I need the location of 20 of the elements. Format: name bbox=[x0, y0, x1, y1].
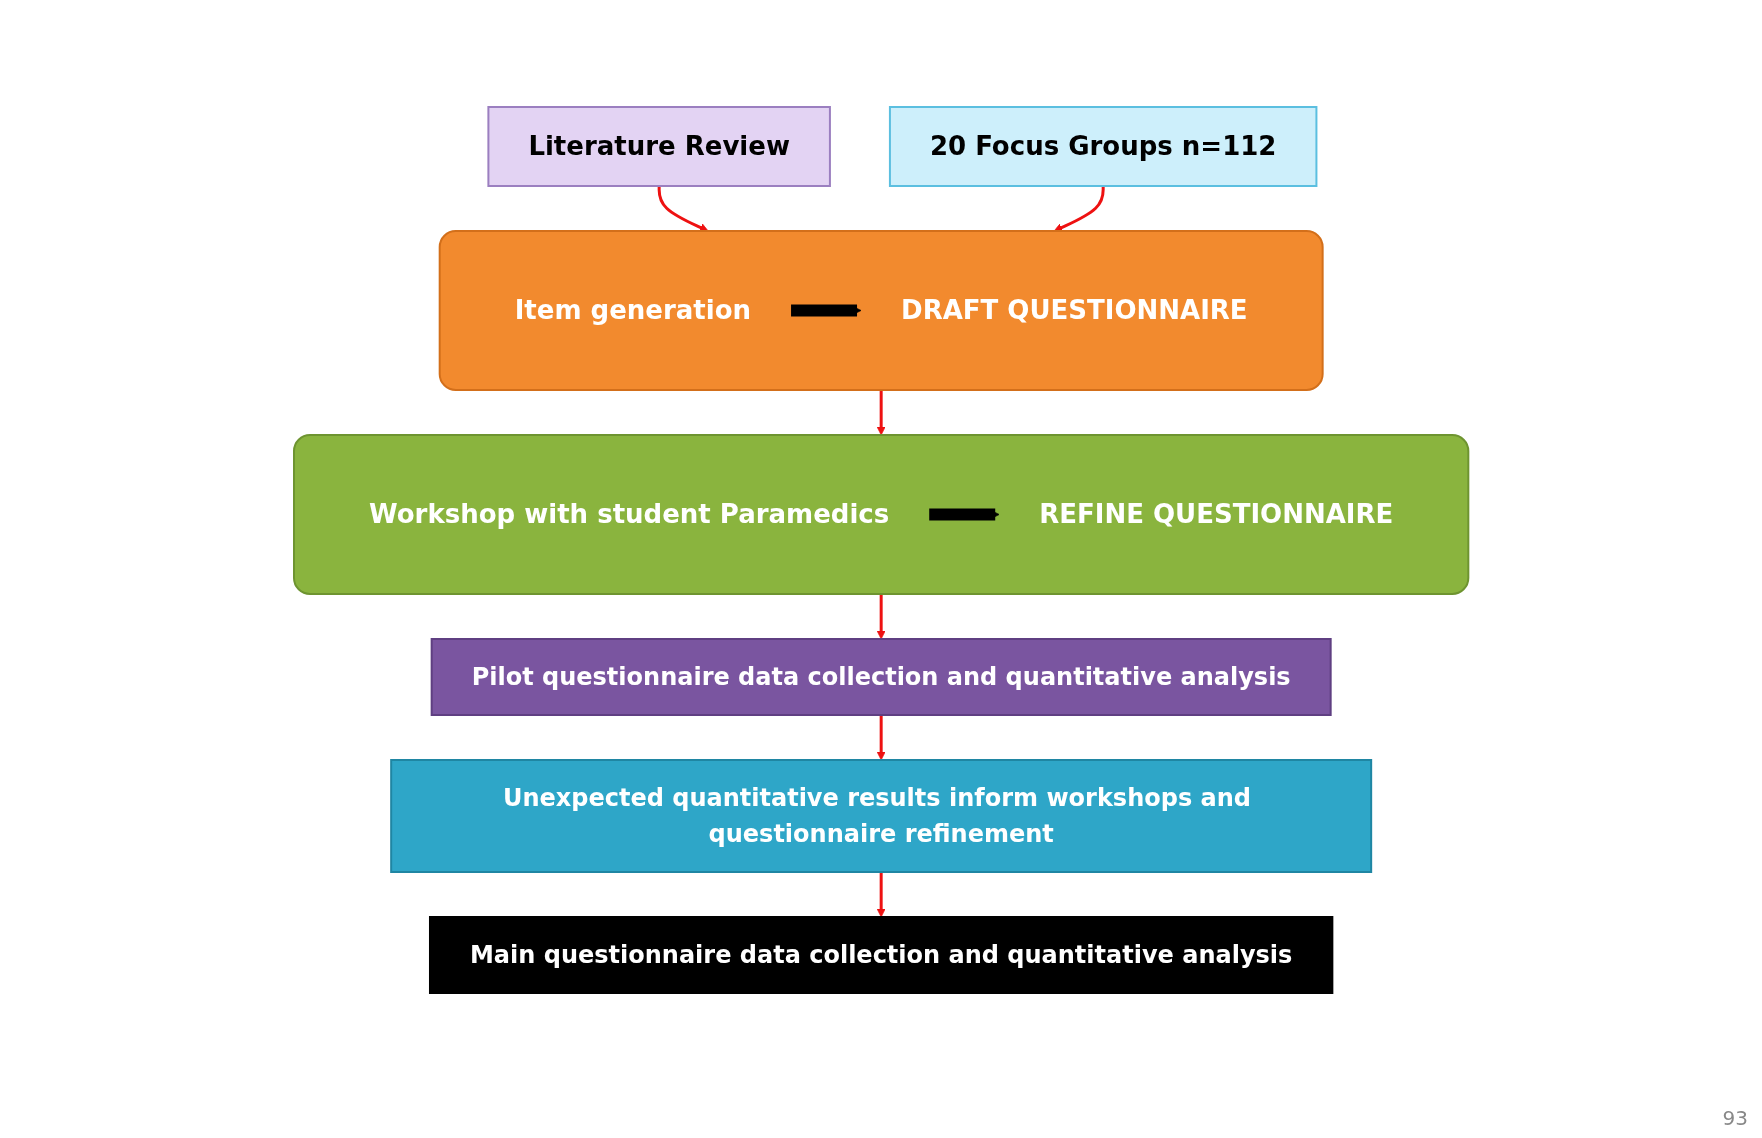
node-box: Pilot questionnaire data collection and quantitative analysis bbox=[430, 638, 1332, 716]
arrow bbox=[876, 715, 886, 761]
arrow bbox=[876, 872, 886, 918]
arrow bbox=[1053, 186, 1105, 232]
node-box: Literature Review bbox=[487, 106, 831, 187]
node-box: Unexpected quantitative results inform workshops and questionnaire refinement bbox=[390, 759, 1372, 873]
arrow bbox=[790, 304, 862, 317]
cluster bbox=[292, 434, 1470, 595]
node-box: Main questionnaire data collection and quantitative analysis bbox=[428, 916, 1334, 994]
node-text: Item generation bbox=[514, 295, 751, 325]
cluster bbox=[438, 230, 1324, 391]
arrow bbox=[876, 390, 886, 436]
page-number: 93 bbox=[1722, 1106, 1748, 1130]
node-text: DRAFT QUESTIONNAIRE bbox=[900, 295, 1248, 325]
node-text: Workshop with student Paramedics bbox=[368, 499, 890, 529]
arrow bbox=[876, 594, 886, 640]
arrow bbox=[928, 508, 1000, 521]
node-box: 20 Focus Groups n=112 bbox=[888, 106, 1318, 187]
node-text: REFINE QUESTIONNAIRE bbox=[1039, 499, 1394, 529]
arrow bbox=[657, 186, 709, 232]
